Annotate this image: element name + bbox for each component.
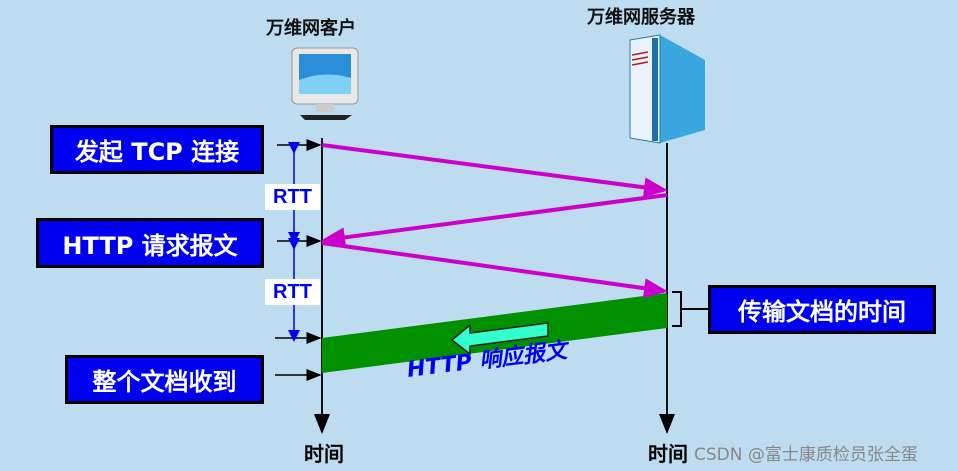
client-computer-icon <box>291 47 359 120</box>
watermark: CSDN @富士康质检员张全蛋 <box>694 445 918 465</box>
server-title: 万维网服务器 <box>587 7 695 28</box>
tcp-synack-arrow <box>321 193 668 248</box>
tcp-connect-label: 发起 TCP 连接 <box>50 125 264 174</box>
client-title: 万维网客户 <box>266 18 356 39</box>
rtt-label-2: RTT <box>265 279 320 305</box>
transfer-time-bracket <box>672 291 708 327</box>
response-direction-arrow <box>450 322 549 356</box>
tcp-syn-arrow <box>321 143 668 198</box>
transfer-time-label: 传输文档的时间 <box>708 285 936 334</box>
client-time-label: 时间 <box>304 442 344 466</box>
doc-received-label: 整个文档收到 <box>65 355 264 404</box>
server-time-label: 时间 <box>648 442 688 466</box>
server-icon <box>629 34 705 144</box>
rtt-label-1: RTT <box>265 184 320 210</box>
http-request-label: HTTP 请求报文 <box>36 218 264 268</box>
http-request-arrow <box>321 241 668 299</box>
